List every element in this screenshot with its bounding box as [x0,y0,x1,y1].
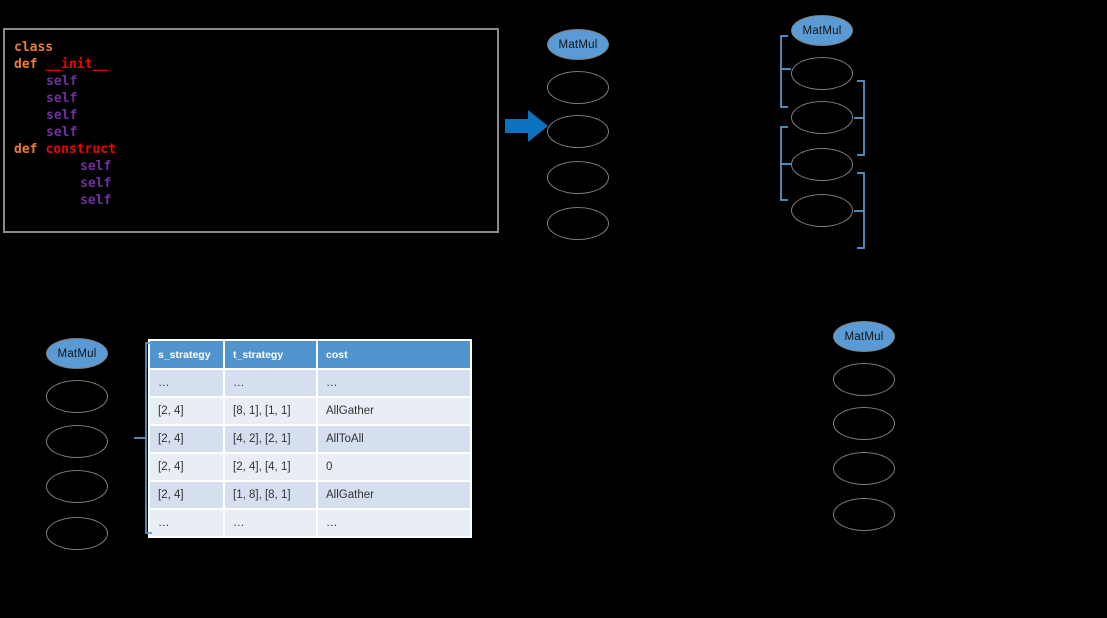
table-header-cell: cost [318,341,470,368]
table-row: [2, 4] [8, 1], [1, 1] AllGather [150,398,470,424]
op-node [833,452,895,485]
table-row: [2, 4] [4, 2], [2, 1] AllToAll [150,426,470,452]
op-node [791,148,853,181]
table-row: [2, 4] [1, 8], [8, 1] AllGather [150,482,470,508]
code-line: class [14,39,497,56]
op-node [791,57,853,90]
matmul-node: MatMul [46,338,108,369]
code-keyword: def [14,57,38,72]
table-cell: … [150,370,223,396]
table-header-cell: t_strategy [225,341,316,368]
op-node [46,380,108,413]
code-variable: self [46,125,78,140]
code-variable: self [80,159,112,174]
table-cell: [2, 4] [150,426,223,452]
code-line: def __init__ [14,56,497,73]
table-row: … … … [150,510,470,536]
op-node [833,498,895,531]
matmul-label: MatMul [558,38,598,51]
matmul-node: MatMul [547,29,609,60]
code-variable: self [46,91,78,106]
table-cell: AllGather [318,398,470,424]
matmul-label: MatMul [802,24,842,37]
table-header-cell: s_strategy [150,341,223,368]
op-node [46,425,108,458]
op-node [547,207,609,240]
table-cell: … [225,510,316,536]
code-variable: self [80,176,112,191]
matmul-label: MatMul [57,347,97,360]
code-line: self [14,124,497,141]
table-cell: … [318,370,470,396]
group-bracket-right-lower [854,172,865,249]
table-cell: [2, 4] [150,398,223,424]
op-node [791,194,853,227]
code-line: self [14,73,497,90]
table-cell: AllToAll [318,426,470,452]
op-node [833,407,895,440]
group-bracket-left-lower [780,126,791,201]
code-variable: self [80,193,112,208]
code-variable: self [46,108,78,123]
code-line: self [14,107,497,124]
group-bracket-left-upper [780,35,791,108]
code-function-name: construct [45,142,116,157]
matmul-node: MatMul [833,321,895,352]
table-header-row: s_strategy t_strategy cost [150,341,470,368]
table-cell: [1, 8], [8, 1] [225,482,316,508]
code-keyword: class [14,40,54,55]
table-cell: [8, 1], [1, 1] [225,398,316,424]
table-cell: … [150,510,223,536]
code-line: self [14,90,497,107]
code-line: self [14,158,497,175]
op-node [547,161,609,194]
table-cell: [4, 2], [2, 1] [225,426,316,452]
code-panel: class def __init__ self self self self de… [3,28,499,233]
table-cell: [2, 4] [150,454,223,480]
table-cell: AllGather [318,482,470,508]
table-cell: 0 [318,454,470,480]
table-row: [2, 4] [2, 4], [4, 1] 0 [150,454,470,480]
table-cell: [2, 4], [4, 1] [225,454,316,480]
op-node [46,470,108,503]
op-node [547,71,609,104]
table-row: … … … [150,370,470,396]
op-node [46,517,108,550]
code-line: self [14,175,497,192]
strategy-table: s_strategy t_strategy cost … … … [2, 4] … [148,339,472,538]
table-cell: … [225,370,316,396]
group-bracket-right-upper [854,80,865,156]
code-line: def construct [14,141,497,158]
table-cell: [2, 4] [150,482,223,508]
matmul-node: MatMul [791,15,853,46]
code-line: self [14,192,497,209]
op-node [547,115,609,148]
code-keyword: def [14,142,38,157]
table-cell: … [318,510,470,536]
op-node [791,101,853,134]
code-function-name: __init__ [45,57,109,72]
code-variable: self [46,74,78,89]
transform-arrow-icon [505,110,548,142]
op-node [833,363,895,396]
matmul-label: MatMul [844,330,884,343]
